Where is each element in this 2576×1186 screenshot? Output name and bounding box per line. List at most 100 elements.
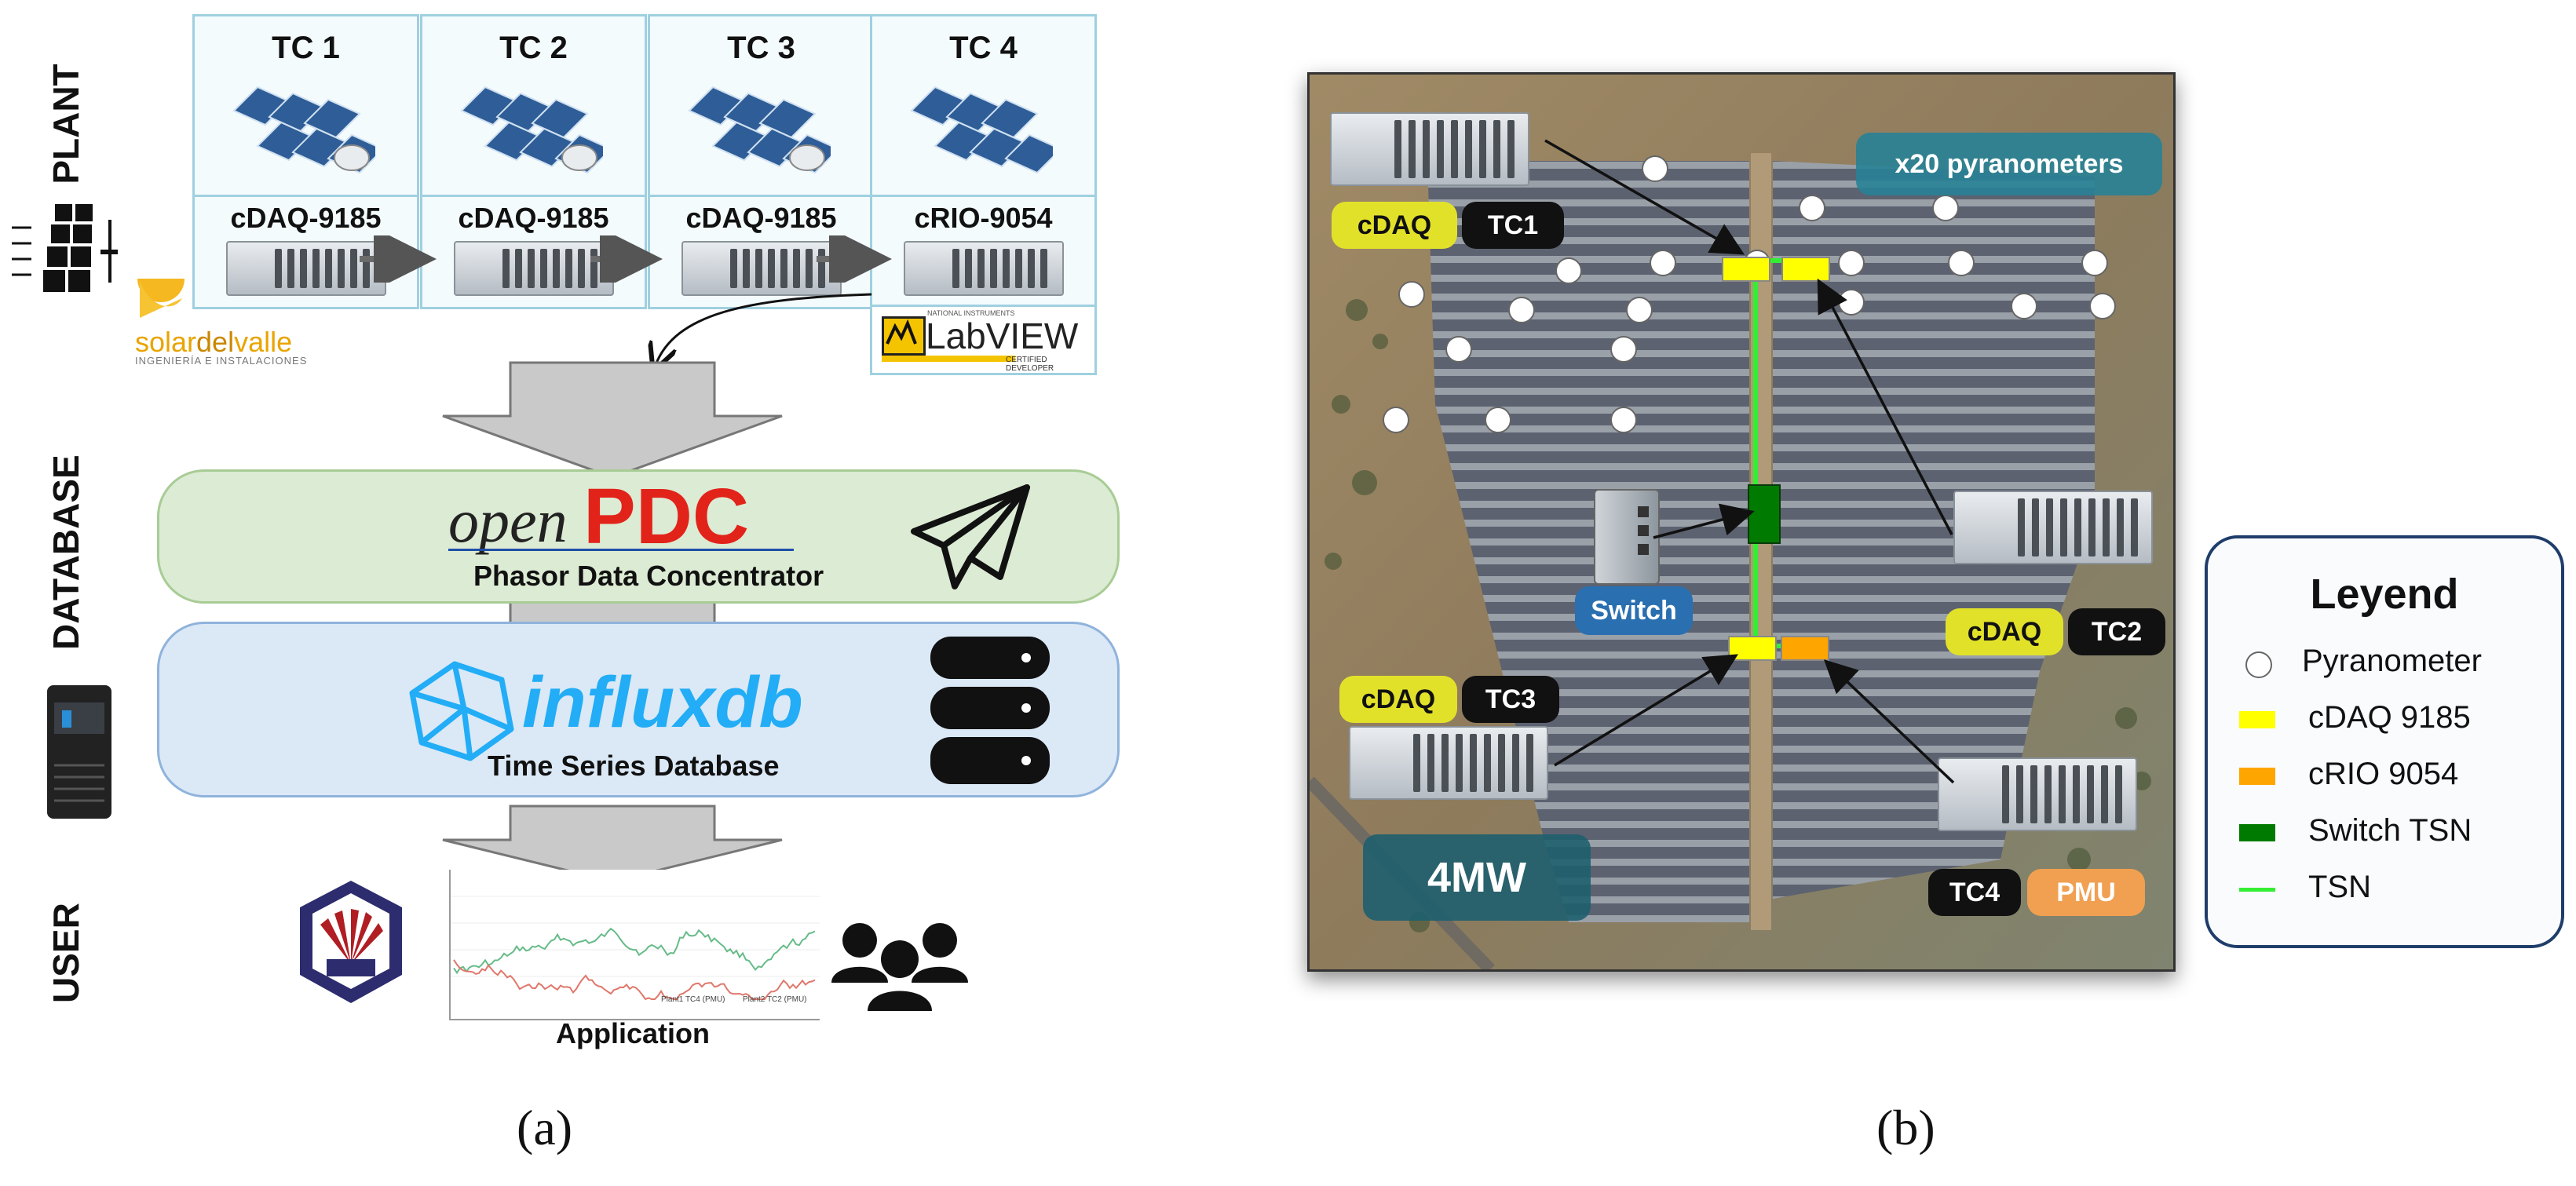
device-slot	[1427, 734, 1434, 792]
application-chart: Plant1 TC4 (PMU) Plant2 TC2 (PMU)	[449, 870, 820, 1020]
device-slot	[1441, 734, 1449, 792]
labview-name: LabVIEW	[926, 316, 1079, 356]
device-chain-arrows	[360, 235, 892, 283]
device-label: cDAQ-9185	[685, 202, 837, 234]
tc-plant-box: TC 1	[192, 14, 419, 199]
device-slot	[1479, 120, 1486, 178]
device-slot	[287, 249, 294, 288]
pyranometer-dot	[1932, 195, 1959, 221]
pyranometer-dot	[2089, 293, 2116, 319]
device-slot	[818, 249, 825, 288]
curved-arrow	[628, 293, 872, 385]
device-slot	[1498, 734, 1505, 792]
influxdb-subtitle: Time Series Database	[488, 750, 780, 782]
legend-label: cDAQ 9185	[2308, 700, 2471, 735]
pyranometer-sensor-icon	[789, 144, 825, 171]
pyranometer-dot	[1626, 297, 1653, 323]
tag-tc4-kind: PMU	[2027, 869, 2145, 916]
paper-plane-icon	[911, 484, 1030, 589]
application-chart-lines	[451, 896, 820, 1001]
cdaq-marker-tc2	[1781, 257, 1830, 282]
users-group-icon	[831, 923, 968, 1011]
device-slot	[2087, 765, 2094, 823]
tag-tc2-kind: cDAQ	[1946, 608, 2063, 655]
device-slot	[1493, 120, 1500, 178]
legend-label: cRIO 9054	[2308, 757, 2459, 791]
pyranometer-dot	[1508, 297, 1535, 323]
pyranometer-dot	[2011, 293, 2037, 319]
device-slot	[1423, 120, 1430, 178]
device-slot	[730, 249, 737, 288]
pyranometer-dot	[1485, 407, 1511, 433]
solar-panel-icon	[688, 86, 831, 174]
device-label: cDAQ-9185	[458, 202, 609, 234]
pyranometer-dot	[1445, 336, 1472, 363]
server-icon	[47, 685, 111, 819]
device-slot	[590, 249, 597, 288]
device-slot	[952, 249, 959, 288]
openpdc-subtitle: Phasor Data Concentrator	[473, 560, 824, 592]
plant-aerial-map: Switch cDAQ TC1 cDAQ TC2 cDAQ TC3 TC4 PM…	[1307, 72, 2176, 972]
application-label: Application	[556, 1017, 710, 1049]
device-slot	[502, 249, 510, 288]
caption-a: (a)	[517, 1100, 573, 1155]
solar-panel-icon	[460, 86, 603, 174]
database-icon	[930, 637, 1050, 784]
tsn-link-top	[1751, 258, 1790, 263]
cdaq-marker-tc1	[1722, 257, 1770, 282]
pyranometer-sensor-icon	[561, 144, 597, 171]
device-slot	[553, 249, 560, 288]
influxdb-name: influxdb	[522, 662, 803, 743]
influxdb-layer: influxdb Time Series Database	[157, 622, 1120, 797]
caption-b: (b)	[1876, 1100, 1935, 1155]
tc-title: TC 1	[272, 31, 340, 65]
company-tagline: INGENIERÍA E INSTALACIONES	[135, 355, 308, 367]
crio-marker-tc4	[1781, 636, 1829, 661]
device-slot	[1456, 734, 1463, 792]
device-slot	[1003, 249, 1010, 288]
device-slot	[515, 249, 522, 288]
device-slot	[2088, 498, 2096, 557]
tag-tc2-id: TC2	[2068, 608, 2165, 655]
pyranometer-sensor-icon	[334, 144, 370, 171]
chart-legend-2: Plant2 TC2 (PMU)	[743, 995, 807, 1004]
legend-symbol-rect	[2239, 768, 2275, 785]
map-device-tc2	[1953, 491, 2153, 564]
tag-tc1-kind: cDAQ	[1332, 202, 1457, 249]
switch-label: Switch	[1575, 586, 1693, 635]
legend-label: Pyranometer	[2302, 644, 2482, 678]
pyranometer-dot	[1799, 195, 1825, 221]
device-slot	[578, 249, 585, 288]
device-slot	[2060, 498, 2067, 557]
device-slot	[2101, 765, 2108, 823]
openpdc-pdc-text: PDC	[583, 473, 750, 560]
device-slot	[780, 249, 787, 288]
map-device-tc4	[1938, 757, 2137, 831]
funnel-arrow-1	[442, 361, 783, 479]
device-slot	[2103, 498, 2110, 557]
labview-top-text: NATIONAL INSTRUMENTS	[927, 309, 1015, 317]
badge-power: 4MW	[1363, 834, 1591, 921]
device-slot	[300, 249, 307, 288]
legend-symbol-rect	[2239, 711, 2275, 728]
openpdc-underline	[448, 549, 794, 551]
device-slot	[2117, 498, 2124, 557]
company-name-part3: valle	[234, 326, 293, 358]
device-slot	[2059, 765, 2066, 823]
chart-series-line-1	[453, 927, 816, 975]
switch-port	[1638, 544, 1649, 555]
map-arrows	[1544, 139, 1955, 784]
device-slot	[2016, 765, 2023, 823]
device-slot	[528, 249, 535, 288]
solar-plant-icon	[12, 204, 118, 292]
pyranometer-dot	[1610, 407, 1637, 433]
pyranometer-dot	[1398, 281, 1425, 308]
labview-badge: NATIONAL INSTRUMENTS LabVIEW CERTIFIED D…	[870, 305, 1097, 375]
device-slot	[350, 249, 357, 288]
device-slot	[312, 249, 320, 288]
badge-pyranometers: x20 pyranometers	[1856, 133, 2162, 195]
legend-symbol-rect	[2239, 824, 2275, 841]
switch-port	[1638, 525, 1649, 536]
legend-label: Switch TSN	[2308, 813, 2472, 848]
device-slot	[806, 249, 813, 288]
